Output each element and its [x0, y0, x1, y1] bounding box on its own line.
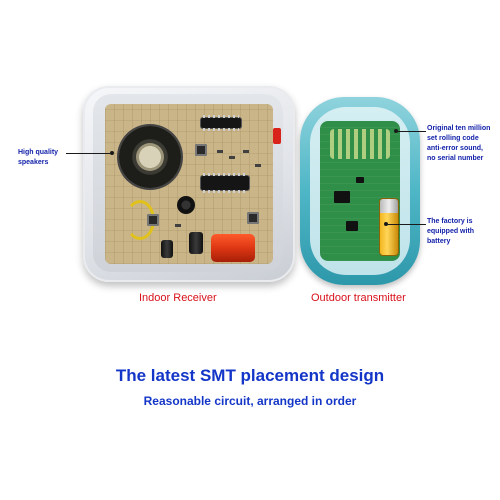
- rolling-code-callout-line-4: no serial number: [427, 155, 484, 162]
- battery-callout-line: [386, 224, 426, 225]
- speaker-callout: High quality speakers: [18, 148, 78, 168]
- receiver-circuit-board: [105, 104, 281, 264]
- battery-callout-line-2: equipped with: [427, 228, 475, 235]
- top-ic-chip: [201, 115, 241, 131]
- transmitter-ic-chip: [356, 177, 364, 183]
- main-ic-chip: [201, 173, 249, 193]
- headline: The latest SMT placement design: [115, 366, 385, 385]
- rolling-code-callout-line: [396, 131, 426, 132]
- battery-callout: The factory is equipped with battery: [427, 217, 499, 247]
- subheadline: Reasonable circuit, arranged in order: [143, 394, 357, 408]
- electrolytic-capacitor: [161, 240, 173, 258]
- indoor-receiver-image: [83, 86, 295, 282]
- rolling-code-callout-line-1: Original ten million: [427, 125, 491, 132]
- speaker-center-label: [136, 143, 164, 171]
- red-capacitor: [211, 234, 255, 262]
- battery-icon: [380, 199, 398, 255]
- rolling-code-callout-line-2: set rolling code: [427, 135, 479, 142]
- red-component: [273, 128, 281, 144]
- pcb-antenna-trace: [330, 129, 390, 159]
- smd-component: [217, 150, 223, 153]
- volume-knob: [177, 196, 195, 214]
- transmitter-ic-chip: [334, 191, 350, 203]
- smd-component: [243, 150, 249, 153]
- indoor-receiver-caption: Indoor Receiver: [139, 292, 217, 304]
- receiver-inner-shell: [93, 94, 283, 272]
- battery-callout-line-1: The factory is: [427, 218, 473, 225]
- pcb-button: [147, 214, 159, 226]
- speaker-callout-line: [66, 153, 112, 154]
- speaker-callout-line-2: speakers: [18, 159, 49, 166]
- pcb-button: [195, 144, 207, 156]
- transmitter-inner-shell: [310, 107, 410, 275]
- speaker-callout-line-1: High quality: [18, 149, 59, 156]
- battery-callout-line-3: battery: [427, 238, 451, 245]
- outdoor-transmitter-image: [300, 97, 420, 285]
- outdoor-transmitter-caption: Outdoor transmitter: [311, 292, 406, 304]
- rolling-code-callout: Original ten million set rolling code an…: [427, 124, 499, 164]
- transmitter-ic-chip: [346, 221, 358, 231]
- pcb-button: [247, 212, 259, 224]
- smd-component: [255, 164, 261, 167]
- speaker-callout-dot: [110, 151, 114, 155]
- electrolytic-capacitor: [189, 232, 203, 254]
- rolling-code-callout-dot: [394, 129, 398, 133]
- smd-component: [229, 156, 235, 159]
- transmitter-circuit-board: [320, 121, 400, 261]
- rolling-code-callout-line-3: anti-error sound,: [427, 145, 484, 152]
- smd-component: [175, 224, 181, 227]
- battery-callout-dot: [384, 222, 388, 226]
